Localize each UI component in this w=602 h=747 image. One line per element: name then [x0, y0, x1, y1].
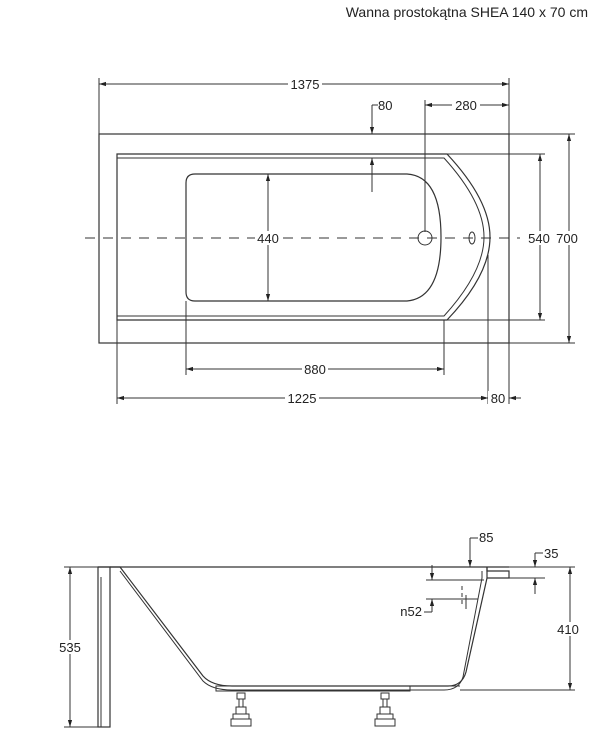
label-depth: 410	[557, 622, 579, 637]
bath-body-profile	[110, 566, 488, 687]
label-end-rim: 80	[491, 391, 505, 406]
label-drain-offset: 280	[455, 98, 477, 113]
label-rim-thickness: 35	[544, 546, 558, 561]
label-basin-width: 440	[257, 231, 279, 246]
top-view	[85, 78, 575, 404]
inner-rim-outline	[116, 153, 491, 321]
inner-rim-second-line	[117, 157, 485, 317]
label-overall-length: 1375	[291, 77, 320, 92]
side-view	[64, 537, 575, 728]
drawing-title: Wanna prostokątna SHEA 140 x 70 cm	[345, 4, 588, 20]
bottom-plate	[215, 685, 411, 692]
top-view-labels: 1375 280 80 440 540 700 880 1225 80	[255, 77, 581, 406]
label-rim-width: 85	[479, 530, 493, 545]
rim-step-right	[486, 567, 510, 579]
label-total-height: 535	[59, 640, 81, 655]
label-inner-length: 1225	[288, 391, 317, 406]
apron-panel	[97, 566, 111, 728]
label-inner-width: 540	[528, 231, 550, 246]
label-basin-length: 880	[304, 362, 326, 377]
label-drain-diameter: n52	[400, 604, 422, 619]
foot-left	[230, 690, 252, 727]
basin-outline	[185, 173, 442, 302]
bath-inner-profile	[119, 570, 483, 691]
label-rim-offset: 80	[378, 98, 392, 113]
side-view-labels: 85 35 n52 410 535	[56, 530, 584, 655]
label-overall-width: 700	[556, 231, 578, 246]
foot-right	[374, 690, 396, 727]
